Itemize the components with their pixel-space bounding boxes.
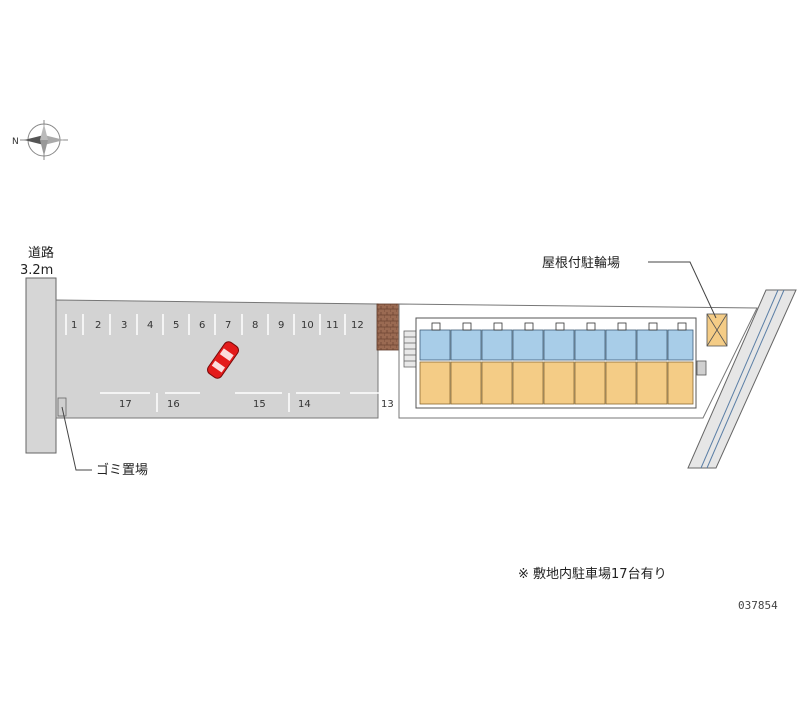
parking-space-number: 11 <box>326 320 339 331</box>
units-lower <box>419 361 694 405</box>
parking-space-number: 15 <box>253 399 266 410</box>
stairs <box>403 330 417 368</box>
property-code: 037854 <box>738 599 778 612</box>
garbage-label: ゴミ置場 <box>96 462 148 478</box>
parking-dividers-bottom <box>100 392 400 412</box>
parking-space-number: 10 <box>301 320 314 331</box>
brick-wall <box>376 303 400 351</box>
parking-space-number: 14 <box>298 399 311 410</box>
parking-space-number: 13 <box>381 399 394 410</box>
garbage-area <box>57 397 92 471</box>
compass-north-letter: N <box>12 137 19 147</box>
road-width: 3.2m <box>20 263 53 278</box>
parking-space-number: 8 <box>252 320 258 331</box>
parking-space-number: 7 <box>225 320 231 331</box>
parking-numbers-bottom: 17 16 15 14 13 <box>119 399 394 410</box>
parking-space-number: 16 <box>167 399 180 410</box>
road <box>25 277 57 454</box>
parking-space-number: 1 <box>71 320 77 331</box>
parking-space-number: 12 <box>351 320 364 331</box>
parking-space-number: 3 <box>121 320 127 331</box>
parking-space-number: 6 <box>199 320 205 331</box>
compass-icon: N <box>12 120 68 160</box>
utility-box <box>696 360 707 376</box>
parking-space-number: 9 <box>278 320 284 331</box>
bicycle-parking-label: 屋根付駐輪場 <box>542 255 620 271</box>
bicycle-parking <box>648 261 728 347</box>
parking-note: ※ 敷地内駐車場17台有り <box>518 566 667 582</box>
parking-space-number: 5 <box>173 320 179 331</box>
units-upper <box>419 329 694 361</box>
road-label: 道路 <box>28 245 54 261</box>
parking-numbers-top: 1 2 3 4 5 6 7 8 9 10 11 12 <box>71 320 364 331</box>
apartment-building <box>415 317 697 409</box>
parking-dividers-top <box>65 314 346 335</box>
parking-space-number: 4 <box>147 320 153 331</box>
car-icon <box>207 341 239 379</box>
parking-space-number: 2 <box>95 320 101 331</box>
parking-space-number: 17 <box>119 399 132 410</box>
side-road-right <box>687 289 797 469</box>
